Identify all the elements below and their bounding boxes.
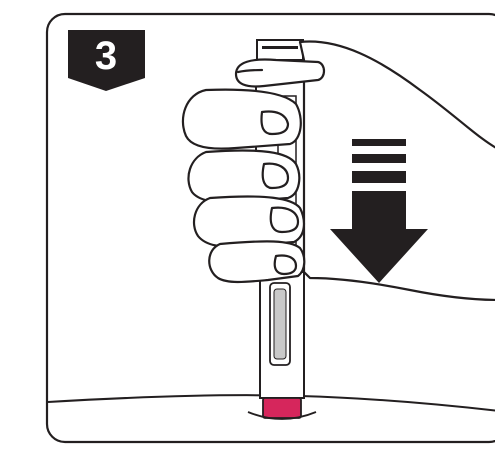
little-nail: [275, 255, 296, 274]
arrow-stripe-2: [352, 154, 406, 163]
hand: [183, 42, 495, 300]
arrow-shaft: [352, 191, 406, 229]
ring-nail: [271, 208, 298, 232]
step-badge: 3: [68, 30, 145, 91]
pen-needle-cap: [263, 398, 301, 418]
arrow-stripe-3: [352, 171, 406, 183]
step-number: 3: [95, 34, 117, 78]
arrow-stripe-1: [352, 139, 406, 146]
middle-nail: [263, 164, 288, 188]
